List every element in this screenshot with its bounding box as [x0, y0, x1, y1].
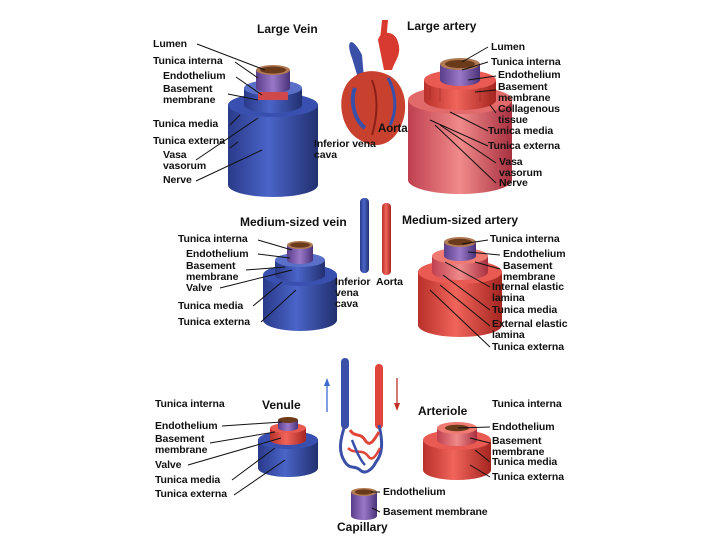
venule-label: Tunica externa — [155, 488, 227, 500]
large-artery-label: Collagenous tissue — [498, 103, 560, 126]
title-arteriole: Arteriole — [418, 404, 468, 418]
large-vein-illustration — [228, 65, 318, 197]
venule-label: Endothelium — [155, 420, 218, 432]
large-artery-label: Endothelium — [498, 69, 561, 81]
large-vein-label: Nerve — [163, 174, 192, 186]
large-vein-label: Tunica interna — [153, 55, 223, 67]
title-large-artery: Large artery — [407, 19, 477, 33]
arteriole-label: Tunica interna — [492, 398, 562, 410]
venule-illustration — [258, 417, 318, 477]
title-medium-vein: Medium-sized vein — [240, 215, 347, 229]
large-vein-label: Tunica media — [153, 118, 219, 130]
medium-artery-label: Internal elastic lamina — [492, 281, 564, 304]
title-venule: Venule — [262, 398, 301, 412]
arteriole-label: Tunica externa — [492, 471, 564, 483]
arteriole-label: Tunica media — [492, 456, 558, 468]
medium-vein-label: Endothelium — [186, 248, 249, 260]
medium-artery-label: Tunica externa — [492, 341, 564, 353]
medium-vein-illustration — [263, 241, 337, 331]
title-capillary: Capillary — [337, 520, 388, 534]
middle-straight-vessels — [360, 198, 391, 275]
capillary-illustration — [351, 488, 377, 520]
medium-artery-label: Endothelium — [503, 248, 566, 260]
large-artery-label: Vasa vasorum — [499, 156, 543, 179]
middle-label-inferior-vena-cava: Inferior vena cava — [335, 276, 371, 310]
leader-lines — [187, 43, 501, 513]
medium-vein-label: Tunica interna — [178, 233, 248, 245]
heart-illustration — [341, 20, 406, 146]
large-artery-label: Tunica externa — [488, 140, 560, 152]
heart-label-inferior-vena-cava: Inferior vena cava — [314, 138, 376, 161]
medium-artery-label: External elastic lamina — [492, 318, 568, 341]
large-artery-label: Basement membrane — [498, 81, 551, 104]
venule-label: Valve — [155, 459, 182, 471]
title-large-vein: Large Vein — [257, 22, 318, 36]
capillary-label: Basement membrane — [383, 506, 488, 518]
medium-vein-label: Valve — [186, 282, 213, 294]
large-artery-label: Nerve — [499, 177, 528, 189]
medium-artery-label: Tunica media — [492, 304, 558, 316]
arteriole-illustration — [423, 422, 491, 480]
large-artery-label: Lumen — [491, 41, 525, 53]
venule-label: Basement membrane — [155, 433, 208, 456]
middle-label-aorta: Aorta — [376, 276, 403, 288]
capillary-bed-illustration — [324, 358, 400, 474]
capillary-label: Endothelium — [383, 486, 446, 498]
large-artery-illustration — [408, 58, 512, 194]
venule-label: Tunica interna — [155, 398, 225, 410]
venule-label: Tunica media — [155, 474, 221, 486]
medium-vein-label: Tunica externa — [178, 316, 250, 328]
arteriole-label: Endothelium — [492, 421, 555, 433]
heart-label-aorta: Aorta — [378, 123, 408, 135]
large-vein-label: Basement membrane — [163, 83, 216, 106]
large-vein-label: Vasa vasorum — [163, 149, 207, 172]
large-artery-label: Tunica interna — [491, 56, 561, 68]
large-vein-label: Lumen — [153, 38, 187, 50]
medium-artery-label: Tunica interna — [490, 233, 560, 245]
large-vein-label: Endothelium — [163, 70, 226, 82]
medium-vein-label: Basement membrane — [186, 260, 239, 283]
medium-artery-illustration — [418, 237, 502, 337]
large-artery-label: Tunica media — [488, 125, 554, 137]
large-vein-label: Tunica externa — [153, 135, 225, 147]
arteriole-label: Basement membrane — [492, 435, 545, 458]
title-medium-artery: Medium-sized artery — [402, 213, 519, 227]
medium-artery-label: Basement membrane — [503, 260, 556, 283]
medium-vein-label: Tunica media — [178, 300, 244, 312]
